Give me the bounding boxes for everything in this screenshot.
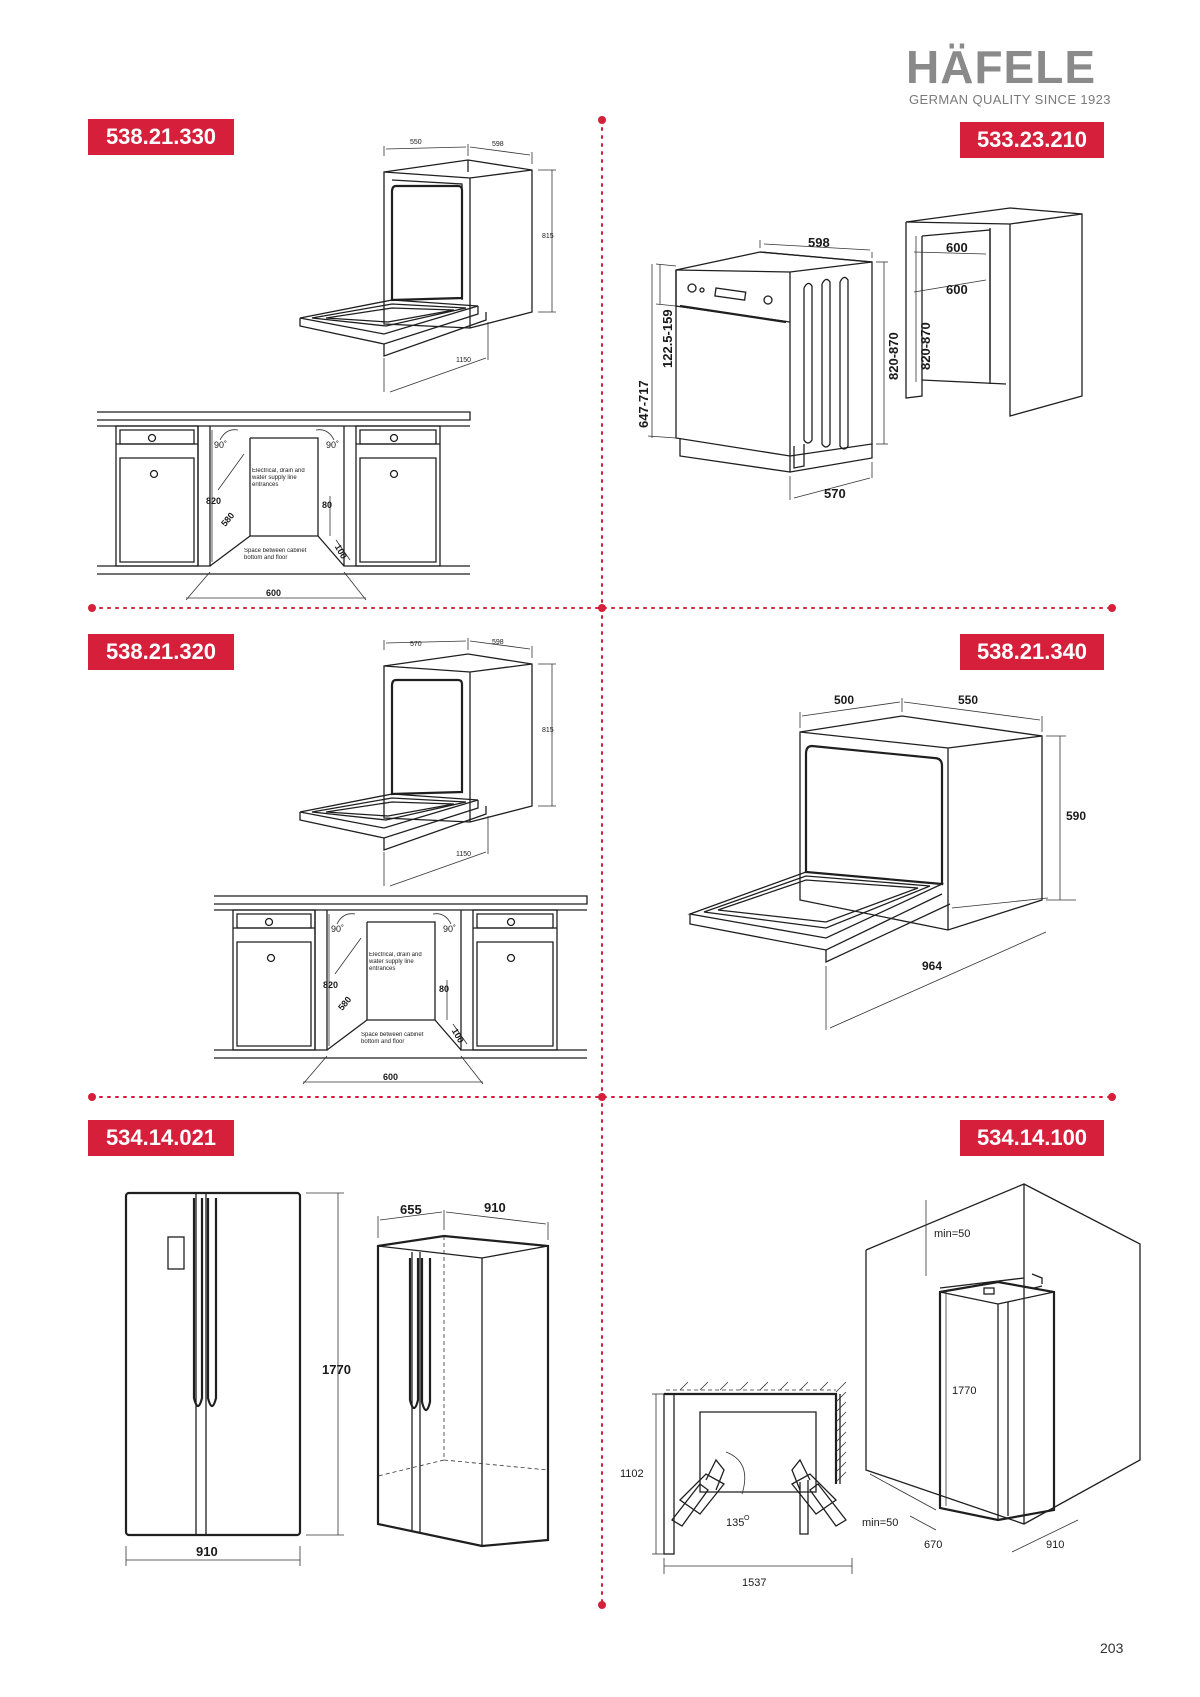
dimension-width: 598: [492, 141, 504, 148]
dimension-niche-height: 820-870: [918, 322, 933, 370]
dimension-open-depth: 1150: [456, 851, 471, 858]
dimension-height: 590: [1066, 809, 1086, 823]
dimension-height: 820: [206, 496, 221, 506]
dimension-width: 598: [808, 235, 830, 250]
hafele-logo: HÄFELE GERMAN QUALITY SINCE 1923: [906, 41, 1116, 107]
dishwasher-538-21-330-drawing: 550 598 815 1150: [299, 139, 556, 393]
dimension-gap: 100: [333, 543, 349, 561]
dimension-height: 820: [323, 980, 338, 990]
fridge-534-14-100-room-drawing: min=50 1770 min=50 670 910: [862, 1183, 1141, 1553]
dimension-width: 910: [484, 1200, 506, 1215]
product-code-badge-534-14-021: 534.14.021: [88, 1120, 234, 1156]
fridge-534-14-021-front-drawing: 910 1770: [124, 1191, 351, 1566]
dimension-open-depth: 1102: [620, 1468, 644, 1480]
dimension-side-clearance: min=50: [862, 1517, 898, 1529]
installation-niche-drawing: 90˚ 90˚ 820 580 80 100 600 Electrical, d…: [97, 411, 471, 601]
dimension-height: 1770: [322, 1362, 351, 1377]
dimension-plinth: 80: [439, 984, 449, 994]
note-service-entrances: Electrical, drain and water supply line …: [369, 952, 422, 972]
dimension-height: 820-870: [886, 332, 901, 380]
dimension-gap: 100: [450, 1027, 466, 1045]
dimension-depth: 500: [834, 693, 854, 707]
angle-right: 90˚: [326, 440, 339, 450]
dimension-depth: 655: [400, 1202, 422, 1217]
door-angle-value: 135: [726, 1517, 744, 1529]
brand-tagline: GERMAN QUALITY SINCE 1923: [909, 92, 1111, 107]
dimension-width: 598: [492, 639, 504, 646]
dimension-niche-width: 600: [946, 240, 968, 255]
dimension-depth: 570: [824, 486, 846, 501]
dimension-niche-depth: 600: [946, 282, 968, 297]
dishwasher-533-23-210-drawing: 598 122.5-159 647-717 820-870 570: [636, 235, 901, 501]
note-cabinet-floor-space: Space between cabinet bottom and floor: [244, 548, 307, 561]
angle-left: 90˚: [214, 440, 227, 450]
door-angle-unit: O: [744, 1515, 750, 1522]
angle-right: 90˚: [443, 924, 456, 934]
page-number: 203: [1100, 1640, 1124, 1656]
dimension-door-height: 647-717: [636, 380, 651, 428]
product-code-badge-538-21-320: 538.21.320: [88, 634, 234, 670]
fridge-534-14-100-plan-drawing: 1102 135 O 1537: [620, 1381, 853, 1589]
dimension-width: 600: [383, 1072, 398, 1082]
dimension-plinth: 80: [322, 500, 332, 510]
dimension-panel-height: 122.5-159: [660, 309, 675, 368]
dimension-height: 1770: [952, 1385, 976, 1397]
dimension-height: 815: [542, 233, 554, 240]
dishwasher-538-21-320-drawing: 570 598 815 1150: [299, 638, 556, 887]
dimension-open-width: 1537: [742, 1577, 766, 1589]
product-code-badge-534-14-100: 534.14.100: [960, 1120, 1104, 1156]
installation-niche-320-drawing: 90˚ 90˚ 820 580 80 100 600 Electrical, d…: [214, 895, 588, 1085]
dimension-width: 600: [266, 588, 281, 598]
brand-name: HÄFELE: [906, 41, 1096, 93]
dimension-height: 815: [542, 727, 554, 734]
dimension-width: 550: [958, 693, 978, 707]
product-code-badge-538-21-340: 538.21.340: [960, 634, 1104, 670]
dimension-open-depth: 1150: [456, 357, 471, 364]
dimension-depth: 580: [336, 995, 353, 1013]
fridge-534-14-021-iso-drawing: 655 910: [376, 1200, 550, 1548]
dishwasher-538-21-340-drawing: 500 550 590 964: [687, 693, 1086, 1030]
niche-533-23-210-drawing: 600 600 820-870: [905, 207, 1083, 417]
note-service-entrances: Electrical, drain and water supply line …: [252, 468, 305, 488]
dimension-width: 910: [1046, 1539, 1064, 1551]
dimension-depth: 580: [219, 511, 236, 529]
product-code-badge-533-23-210: 533.23.210: [960, 122, 1104, 158]
dimension-depth: 670: [924, 1539, 942, 1551]
dimension-depth: 550: [410, 139, 422, 146]
product-code-badge-538-21-330: 538.21.330: [88, 119, 234, 155]
dimension-top-clearance: min=50: [934, 1228, 970, 1240]
dimension-open-depth: 964: [922, 959, 942, 973]
note-cabinet-floor-space: Space between cabinet bottom and floor: [361, 1032, 424, 1045]
dimension-depth: 570: [410, 641, 422, 648]
grid-separators: [88, 116, 1116, 1609]
dimension-width: 910: [196, 1544, 218, 1559]
angle-left: 90˚: [331, 924, 344, 934]
